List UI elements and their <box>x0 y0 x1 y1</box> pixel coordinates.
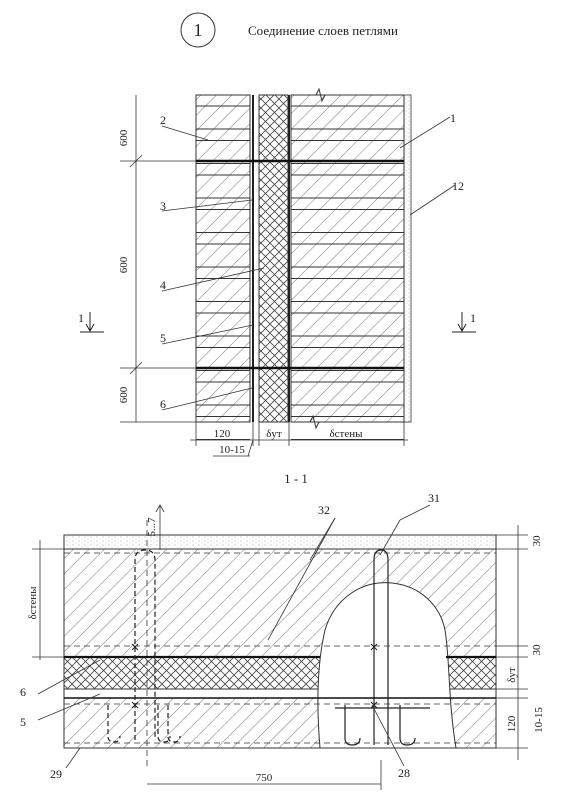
break-mark-bottom <box>296 414 345 430</box>
tie-crosses <box>131 643 378 709</box>
loop-tie-left <box>107 549 181 743</box>
section-mark-left <box>80 312 104 333</box>
callout-3: 3 <box>160 199 166 213</box>
break-mark-top <box>296 87 345 103</box>
dim-30-mid: 30 <box>531 644 543 656</box>
dim-600-bottom: 600 <box>118 386 130 403</box>
dim-wall: δстены <box>329 428 363 440</box>
callout-6-section: 6 <box>20 685 26 699</box>
detail-title: Соединение слоев петлями <box>248 23 398 38</box>
elevation-bottom-dimensions <box>190 422 408 457</box>
dim-600-middle: 600 <box>118 256 130 273</box>
outer-leaf-bricks <box>195 94 251 423</box>
dim-10-15-section: 10-15 <box>533 707 545 733</box>
dim-120-section: 120 <box>506 715 518 732</box>
dim-insulation-section: δут <box>506 667 518 683</box>
callout-32: 32 <box>318 503 330 517</box>
section-title: 1 - 1 <box>284 471 308 486</box>
dim-750: 750 <box>256 772 273 784</box>
detail-header: 1 Соединение слоев петлями <box>180 12 398 48</box>
dim-30-top: 30 <box>531 535 543 547</box>
callout-1: 1 <box>450 111 456 125</box>
dim-wall-thickness: δстены <box>27 586 39 620</box>
wall-section <box>63 520 497 770</box>
callout-4: 4 <box>160 278 166 292</box>
elevation-left-dimensions <box>120 95 196 423</box>
mortar-joints <box>196 105 404 440</box>
callout-28: 28 <box>398 766 410 780</box>
dim-insulation: δут <box>266 428 282 440</box>
elevation-callout-leaders <box>161 116 456 411</box>
dim-gap: 10-15 <box>219 444 245 456</box>
callout-5: 5 <box>160 331 166 345</box>
section-cutout <box>317 582 457 749</box>
callout-5-section: 5 <box>20 715 26 729</box>
section-dim-bottom <box>147 760 382 790</box>
section-plaster-top <box>63 534 497 550</box>
inner-wall-bricks <box>290 94 405 423</box>
detail-number: 1 <box>194 20 203 40</box>
dim-120: 120 <box>214 428 231 440</box>
callout-2: 2 <box>160 113 166 127</box>
section-mark-right-label: 1 <box>470 311 476 325</box>
section-dim-top <box>155 504 165 550</box>
dashed-guides <box>64 520 496 770</box>
callout-29: 29 <box>50 767 62 781</box>
insulation-column <box>258 94 289 423</box>
wall-elevation <box>195 87 412 440</box>
dim-600-top: 600 <box>118 129 130 146</box>
detail-number-circle <box>180 12 216 48</box>
section-mark-left-label: 1 <box>78 311 84 325</box>
dim-5-7: 5...7 <box>146 517 158 537</box>
section-dim-right <box>496 525 528 760</box>
callout-12: 12 <box>452 179 464 193</box>
callout-31: 31 <box>428 491 440 505</box>
loop-tie-right <box>335 549 430 746</box>
section-dim-left <box>32 540 64 660</box>
section-callout-leaders <box>37 504 431 769</box>
callout-6: 6 <box>160 397 166 411</box>
plaster-layer <box>403 94 412 423</box>
section-mark-right <box>452 312 476 333</box>
